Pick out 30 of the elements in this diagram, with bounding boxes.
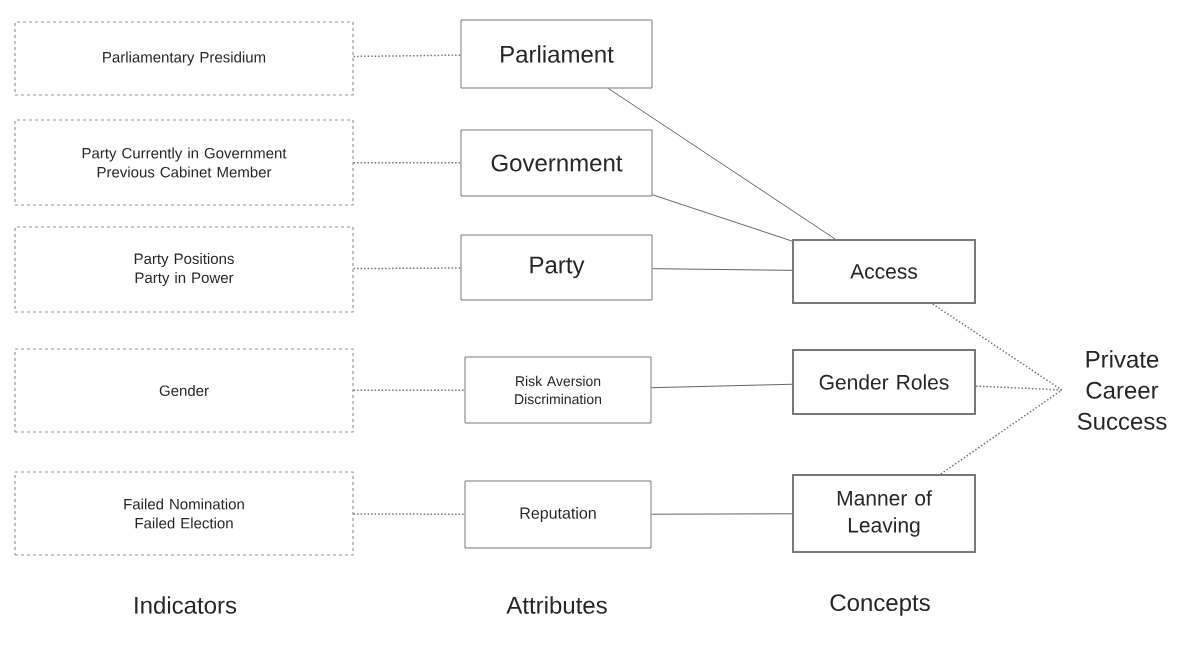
indicator-box: Failed Nomination Failed Election [14, 471, 354, 556]
concept-box: Gender Roles [792, 349, 976, 415]
column-heading: Concepts [830, 594, 930, 616]
attribute-box: Party [460, 234, 653, 301]
column-heading: Indicators [135, 596, 237, 614]
connector [352, 162, 462, 164]
attribute-box: Parliament [460, 19, 653, 89]
connector [932, 303, 1063, 391]
connector [651, 513, 793, 515]
attribute-box: Risk Aversion Discrimination [464, 356, 652, 424]
attribute-box: Government [460, 129, 653, 197]
column-heading: Attributes [506, 596, 607, 614]
attribute-box: Reputation [464, 480, 652, 549]
connector [607, 88, 836, 240]
indicator-box: Gender [14, 348, 354, 433]
connector [352, 389, 466, 391]
connector [352, 54, 462, 58]
connector [652, 194, 793, 242]
indicator-box: Parliamentary Presidium [14, 21, 354, 96]
connector [940, 389, 1063, 475]
connector [651, 383, 793, 389]
outcome-text: Private Career Success [1077, 350, 1167, 430]
indicator-box: Party Currently in Government Previous Cabinet Member [14, 119, 354, 206]
connector [975, 385, 1063, 391]
indicator-box: Party Positions Party in Power [14, 226, 354, 313]
concept-box: Access [792, 239, 976, 304]
connector [652, 268, 793, 271]
connector [352, 513, 466, 515]
connector [352, 267, 462, 270]
concept-box: Manner of Leaving [792, 474, 976, 553]
